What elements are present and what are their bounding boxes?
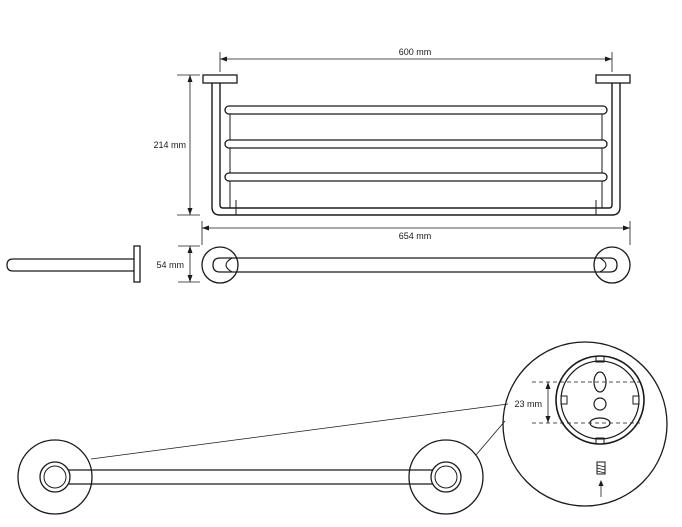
dim-label-23: 23 mm (514, 399, 542, 409)
wall-plate-outer (555, 355, 645, 445)
center-hole (593, 397, 607, 411)
front-view: 600 mm 214 mm (153, 47, 631, 245)
dimension-214: 214 mm (153, 74, 200, 216)
wall-plate-inner (560, 360, 640, 440)
dim-label-654: 654 mm (399, 231, 432, 241)
left-wall-plate (202, 74, 238, 84)
dimension-23: 23 mm (514, 381, 640, 424)
rail-1 (224, 105, 608, 115)
bottom-view (17, 403, 509, 515)
rail-2 (224, 139, 608, 149)
frame-inner (219, 83, 613, 209)
frame-outer (211, 83, 621, 216)
screw-icon (596, 461, 606, 475)
side-arm (6, 258, 134, 272)
detail-view: 23 mm (502, 341, 668, 507)
rail-3 (224, 172, 608, 182)
dimension-654: 654 mm (201, 221, 631, 245)
dimension-54: 54 mm (156, 245, 200, 283)
dim-label-54: 54 mm (156, 260, 184, 270)
top-view (201, 246, 631, 284)
dimension-600: 600 mm (219, 47, 613, 72)
right-wall-plate (595, 74, 631, 84)
side-view: 54 mm (6, 245, 200, 283)
dim-label-600: 600 mm (399, 47, 432, 57)
arrow-up-icon (598, 480, 604, 497)
detail-circle (502, 341, 668, 507)
dim-label-214: 214 mm (153, 140, 186, 150)
side-plate (133, 245, 141, 283)
bottom-slot (589, 417, 611, 429)
